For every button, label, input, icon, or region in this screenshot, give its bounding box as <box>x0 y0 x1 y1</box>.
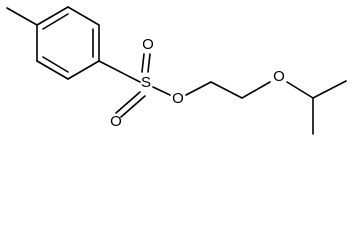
benzene-ring <box>36 6 100 80</box>
ester-oxygen-label: O <box>172 90 184 107</box>
ring-to-sulfur-bond <box>98 60 141 83</box>
sulfonyl-bottom-bond-a <box>115 91 141 114</box>
ch2-ch2-bond <box>210 81 243 99</box>
sulfonyl-oxygen-bottom-label: O <box>110 113 122 130</box>
ring-double-bond-1 <box>42 13 69 30</box>
sulfonyl-oxygen-top-label: O <box>142 36 154 53</box>
sulfonyl-top-bond-b <box>147 53 151 73</box>
ring-bond-5 <box>36 60 69 80</box>
ether-oxygen-to-ch-bond <box>286 81 314 99</box>
ether-oxygen-label: O <box>273 68 285 85</box>
isopropyl-methyl-1-bond <box>312 80 347 99</box>
ring-bond-1 <box>36 6 69 26</box>
ch2-to-ether-oxygen-bond <box>241 81 271 99</box>
ring-bond-2 <box>67 6 100 26</box>
oxygen-to-ch2-bond <box>185 81 212 96</box>
sulfonyl-bottom-bond-b <box>120 95 146 118</box>
ring-double-bond-3 <box>42 56 69 73</box>
sulfur-label: S <box>141 74 151 91</box>
methyl-bond <box>6 7 38 26</box>
tosylate-structure-diagram: S O O O O <box>6 6 347 135</box>
ring-bond-4 <box>67 60 100 80</box>
sulfonyl-top-bond-a <box>141 53 145 73</box>
sulfur-to-ester-oxygen-bond <box>152 86 171 96</box>
